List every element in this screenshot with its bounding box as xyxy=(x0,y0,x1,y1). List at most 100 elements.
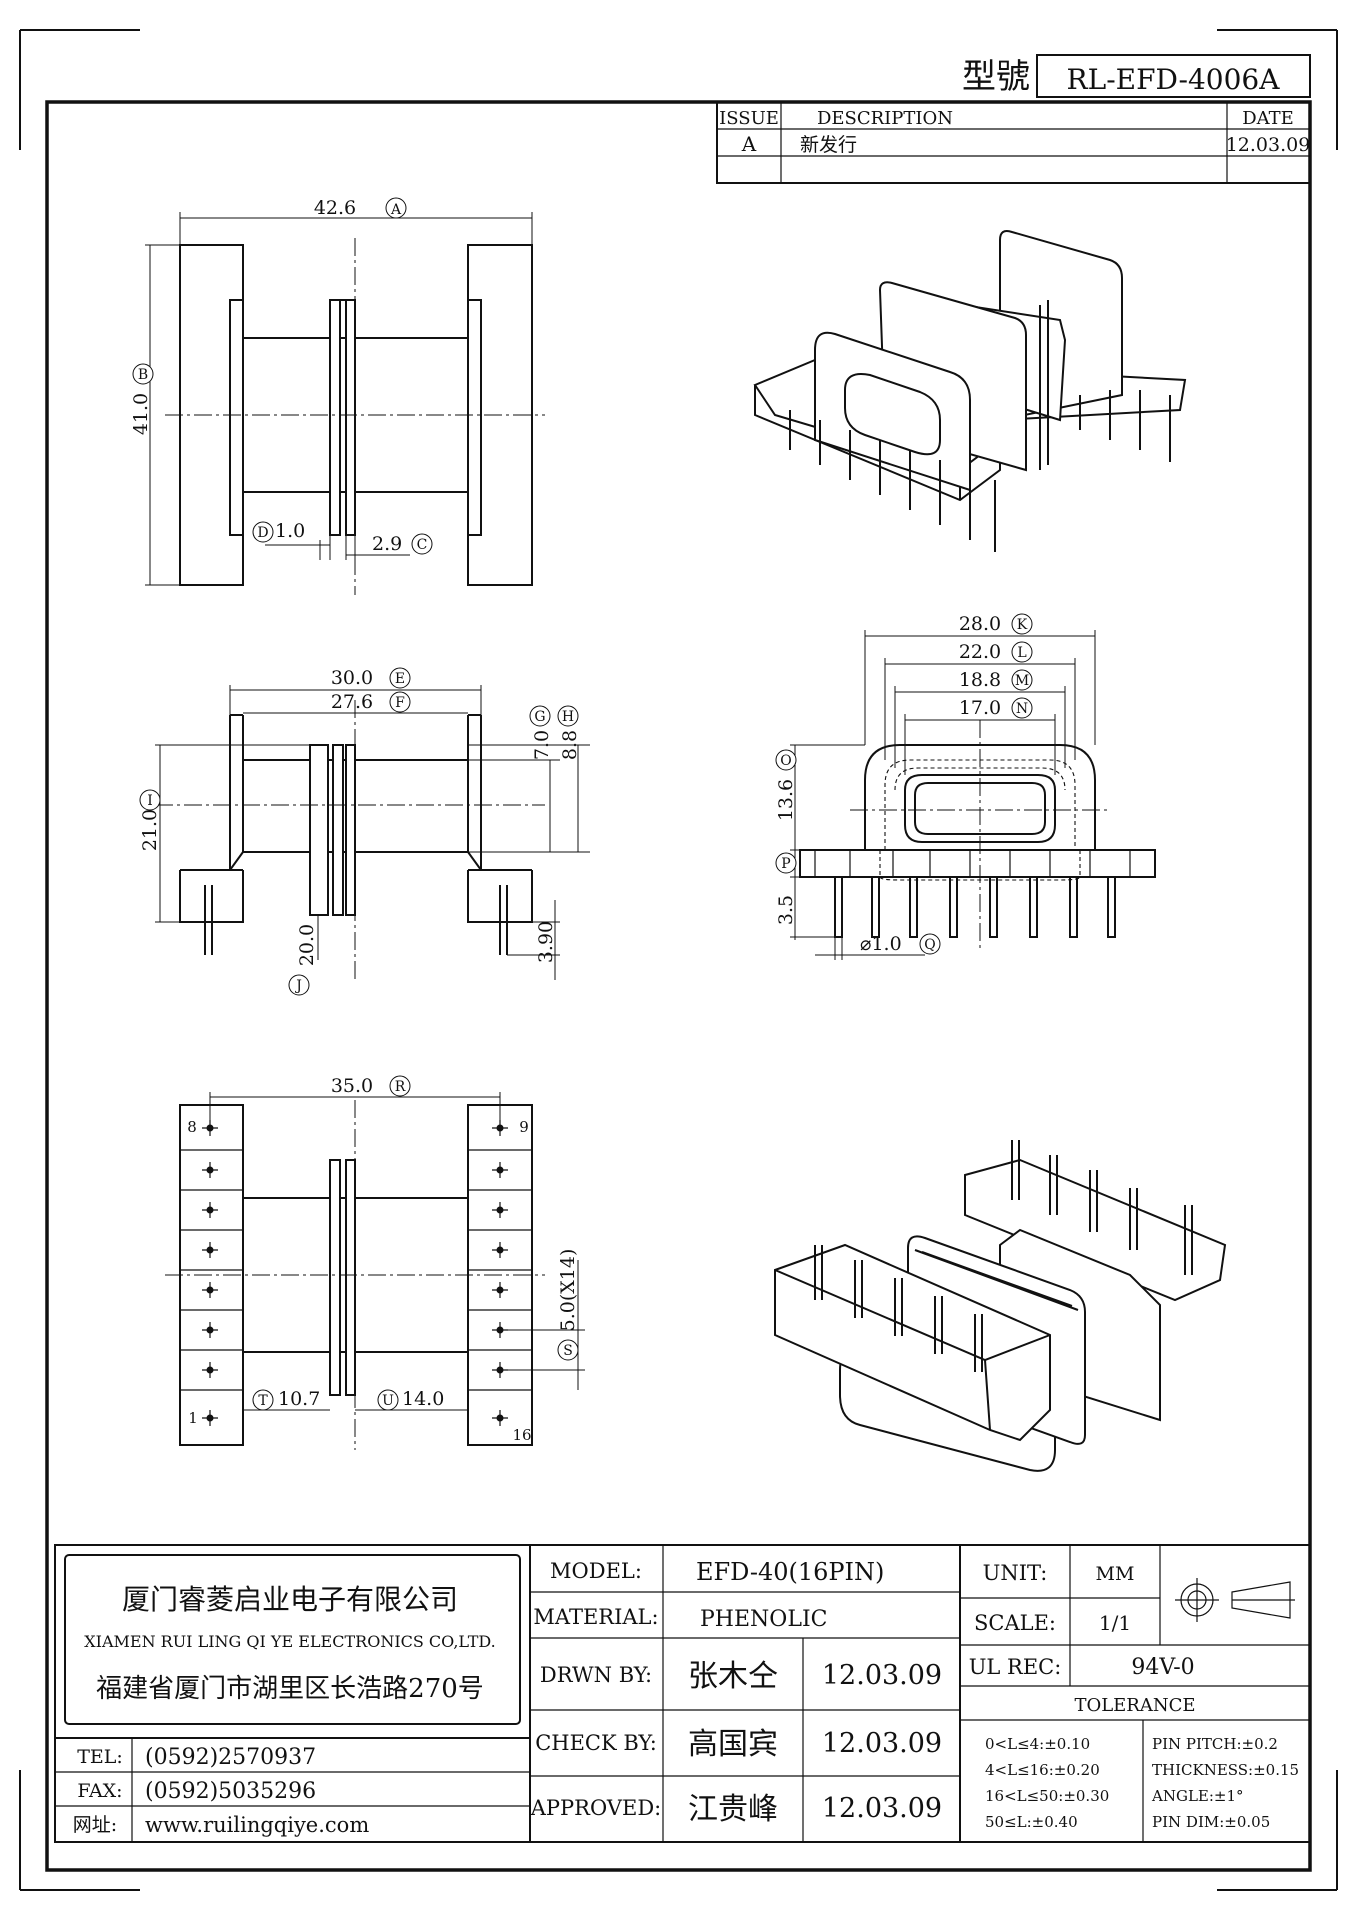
projection-symbol-icon xyxy=(1175,1578,1295,1622)
isometric-view-2 xyxy=(774,1140,1227,1472)
dim-L-value: 22.0 xyxy=(959,641,1001,663)
model-label: MODEL: xyxy=(550,1559,642,1583)
dim-D-letter: D xyxy=(257,525,268,541)
dim-O-value: 13.6 xyxy=(775,779,797,821)
fax-value: (0592)5035296 xyxy=(145,1779,316,1804)
dim-E-value: 30.0 xyxy=(331,667,373,689)
material-label: MATERIAL: xyxy=(533,1605,658,1629)
dim-T-value: 10.7 xyxy=(278,1388,320,1410)
dim-A-value: 42.6 xyxy=(314,197,356,219)
dim-U-letter: U xyxy=(382,1393,394,1409)
check-by-name: 高国宾 xyxy=(688,1727,778,1762)
rev-header-date: DATE xyxy=(1242,108,1294,129)
dim-A-letter: A xyxy=(390,202,402,218)
dim-K-letter: K xyxy=(1017,617,1028,633)
check-by-label: CHECK BY: xyxy=(535,1731,657,1755)
web-value: www.ruilingqiye.com xyxy=(145,1813,369,1837)
dim-C-value: 2.9 xyxy=(372,533,402,555)
model-no-label: 型號 xyxy=(962,57,1030,97)
drawn-by-name: 张木仝 xyxy=(688,1659,778,1694)
unit-label: UNIT: xyxy=(983,1561,1048,1585)
rev-description: 新发行 xyxy=(800,134,857,156)
dim-F-value: 27.6 xyxy=(331,691,373,713)
company-address: 福建省厦门市湖里区长浩路270号 xyxy=(96,1674,484,1704)
model-number-box: 型號 RL-EFD-4006A xyxy=(962,54,1311,98)
title-block: 厦门睿菱启业电子有限公司 XIAMEN RUI LING QI YE ELECT… xyxy=(54,1544,1311,1843)
dim-Q-value: ⌀1.0 xyxy=(860,933,902,955)
tolerance-label: TOLERANCE xyxy=(1074,1695,1195,1716)
approved-date: 12.03.09 xyxy=(822,1793,942,1824)
dim-B-letter: B xyxy=(138,367,148,383)
top-view: 42.6 A B 41.0 D 1.0 2.9 C xyxy=(130,197,545,595)
dim-L-letter: L xyxy=(1017,645,1026,661)
check-date: 12.03.09 xyxy=(822,1728,942,1759)
rev-header-issue: ISSUE xyxy=(719,108,779,129)
tolerance-pin-dim: PIN DIM:±0.05 xyxy=(1152,1813,1270,1831)
pin-label-16: 16 xyxy=(512,1426,531,1444)
dim-N-letter: N xyxy=(1016,701,1028,717)
rev-header-description: DESCRIPTION xyxy=(817,108,953,129)
dim-G-letter: G xyxy=(534,709,545,725)
dim-B-value: 41.0 xyxy=(130,393,152,435)
tolerance-pin-pitch: PIN PITCH:±0.2 xyxy=(1152,1735,1278,1753)
drawn-date: 12.03.09 xyxy=(822,1660,942,1691)
model-value: EFD-40(16PIN) xyxy=(696,1558,884,1586)
bottom-view: 8 9 1 16 35.0 R 5.0(X14) S T 10.7 U 14.0 xyxy=(165,1075,585,1450)
dim-J2-value: 3.90 xyxy=(535,921,557,963)
dim-J-value: 20.0 xyxy=(296,924,318,966)
dim-K-value: 28.0 xyxy=(959,613,1001,635)
revision-table: ISSUE DESCRIPTION DATE A 新发行 12.03.09 xyxy=(716,101,1311,184)
dim-N-value: 17.0 xyxy=(959,697,1001,719)
dim-E-letter: E xyxy=(395,671,405,687)
unit-value: MM xyxy=(1096,1563,1135,1585)
dim-D-value: 1.0 xyxy=(275,520,305,542)
scale-label: SCALE: xyxy=(974,1611,1056,1635)
dim-S-letter: S xyxy=(563,1343,573,1359)
web-label: 网址: xyxy=(73,1814,117,1836)
dim-C-letter: C xyxy=(417,537,428,553)
dim-F-letter: F xyxy=(395,695,405,711)
fax-label: FAX: xyxy=(77,1780,122,1802)
dim-M-letter: M xyxy=(1015,673,1029,689)
tolerance-thickness: THICKNESS:±0.15 xyxy=(1152,1761,1299,1779)
side-view: 28.0 K 22.0 L 18.8 M 17.0 N O 13.6 P 3.5 xyxy=(775,613,1156,960)
dim-R-letter: R xyxy=(395,1079,406,1095)
dim-P-letter: P xyxy=(781,856,790,872)
isometric-view-1 xyxy=(753,230,1187,552)
company-name-cn: 厦门睿菱启业电子有限公司 xyxy=(122,1583,458,1616)
dim-P-value: 3.5 xyxy=(775,895,797,925)
sheet-border xyxy=(45,100,1312,1872)
approved-by-name: 江贵峰 xyxy=(688,1792,778,1827)
rev-issue: A xyxy=(741,132,757,156)
dim-O-letter: O xyxy=(780,753,791,769)
tolerance-angle: ANGLE:±1° xyxy=(1151,1787,1244,1805)
dim-I-letter: I xyxy=(147,793,153,809)
dim-I-value: 21.0 xyxy=(139,809,161,851)
dim-M-value: 18.8 xyxy=(959,669,1001,691)
tel-value: (0592)2570937 xyxy=(145,1745,316,1770)
company-name-en: XIAMEN RUI LING QI YE ELECTRONICS CO,LTD… xyxy=(84,1632,496,1651)
tolerance-row-3: 16<L≤50:±0.30 xyxy=(985,1787,1109,1805)
dim-U-value: 14.0 xyxy=(402,1388,444,1410)
drawn-by-label: DRWN BY: xyxy=(540,1663,652,1687)
corner-marks xyxy=(19,29,1338,1891)
model-no-value: RL-EFD-4006A xyxy=(1067,63,1281,96)
material-value: PHENOLIC xyxy=(700,1607,827,1632)
dim-H-letter: H xyxy=(562,709,574,725)
dim-J-letter: J xyxy=(294,978,302,994)
dim-Q-letter: Q xyxy=(924,937,935,953)
tolerance-row-1: 0<L≤4:±0.10 xyxy=(985,1735,1090,1753)
dim-S-value: 5.0(X14) xyxy=(557,1249,579,1332)
dim-G-value: 7.0 xyxy=(531,730,553,760)
dim-T-letter: T xyxy=(258,1393,268,1409)
tolerance-row-4: 50≤L:±0.40 xyxy=(985,1813,1078,1831)
pin-label-9: 9 xyxy=(519,1118,529,1136)
pin-label-1: 1 xyxy=(188,1409,198,1427)
dim-R-value: 35.0 xyxy=(331,1075,373,1097)
tel-label: TEL: xyxy=(77,1746,123,1768)
scale-value: 1/1 xyxy=(1099,1611,1131,1635)
dim-H-value: 8.8 xyxy=(559,730,581,760)
ul-value: 94V-0 xyxy=(1131,1655,1194,1680)
